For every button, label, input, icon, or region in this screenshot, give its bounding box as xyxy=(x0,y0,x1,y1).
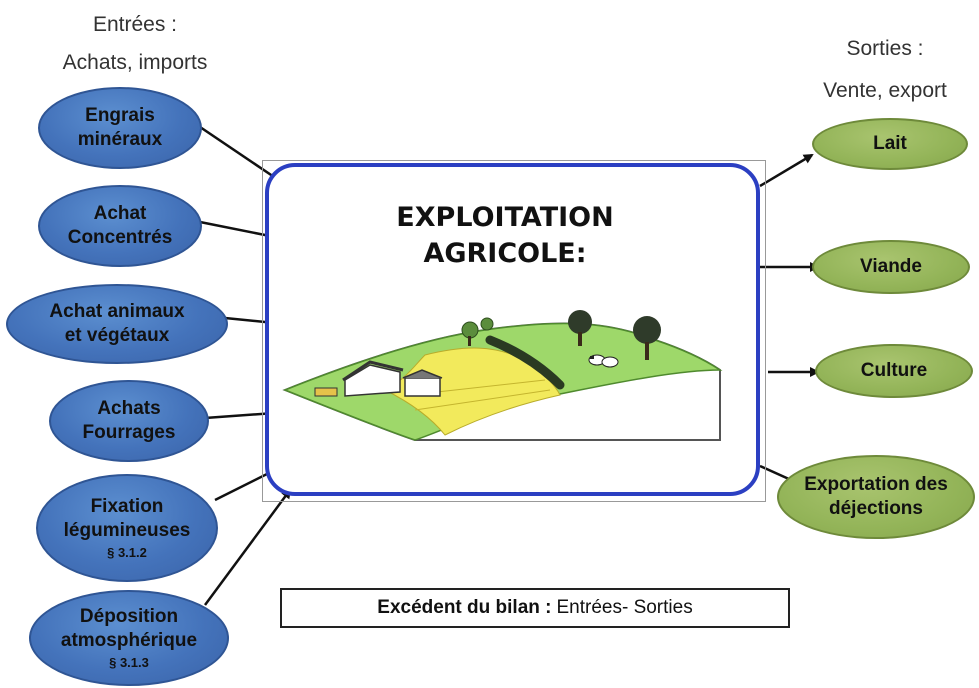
input-engrais-line2: minéraux xyxy=(77,129,163,150)
input-fixation-ref: § 3.1.2 xyxy=(107,544,147,560)
input-concentres-line1: Achat xyxy=(93,203,147,225)
farm-outer-border xyxy=(262,160,766,502)
input-fixation-line2: légumineuses xyxy=(63,519,191,541)
output-exportation-line2: déjections xyxy=(829,498,923,519)
output-culture-label: Culture xyxy=(860,360,928,382)
input-fourrages-line2: Fourrages xyxy=(82,422,176,443)
input-concentres-line2: Concentrés xyxy=(67,227,173,248)
input-animaux-line1: Achat animaux xyxy=(49,301,185,323)
input-engrais-line1: Engrais xyxy=(85,105,155,127)
outputs-header: Sorties : Vente, export xyxy=(795,28,975,112)
arrow-deposition xyxy=(203,488,292,606)
balance-text: Entrées- Sorties xyxy=(556,597,693,618)
input-fixation-line1: Fixation xyxy=(90,496,164,518)
input-deposition-line1: Déposition xyxy=(79,606,179,628)
inputs-header-line2: Achats, imports xyxy=(62,51,208,74)
arrow-fourrages xyxy=(204,408,277,420)
input-deposition-ref: § 3.1.3 xyxy=(109,654,149,670)
balance-box: Excédent du bilan : Entrées- Sorties xyxy=(280,588,790,628)
input-deposition-line2: atmosphérique xyxy=(60,629,198,651)
inputs-header: Entrées : Achats, imports xyxy=(40,6,230,82)
output-lait: Lait xyxy=(812,118,968,170)
output-viande: Viande xyxy=(812,240,970,294)
farm-title: EXPLOITATION AGRICOLE: xyxy=(396,202,614,270)
outputs-header-line1: Sorties : xyxy=(846,37,924,60)
output-exportation-line1: Exportation des xyxy=(804,474,948,496)
balance-label: Excédent du bilan : xyxy=(377,597,552,618)
outputs-header-line2: Vente, export xyxy=(823,79,947,102)
farm-landscape-illustration xyxy=(282,310,723,441)
input-animaux-line2: et végétaux xyxy=(64,325,170,346)
inputs-header-line1: Entrées : xyxy=(92,13,178,36)
arrow-lait xyxy=(759,153,814,188)
output-viande-label: Viande xyxy=(860,256,922,278)
input-fourrages-line1: Achats xyxy=(97,398,161,420)
output-culture: Culture xyxy=(815,344,973,398)
arrow-engrais xyxy=(199,125,285,185)
arrow-fixation xyxy=(214,468,277,502)
output-lait-label: Lait xyxy=(873,133,907,155)
